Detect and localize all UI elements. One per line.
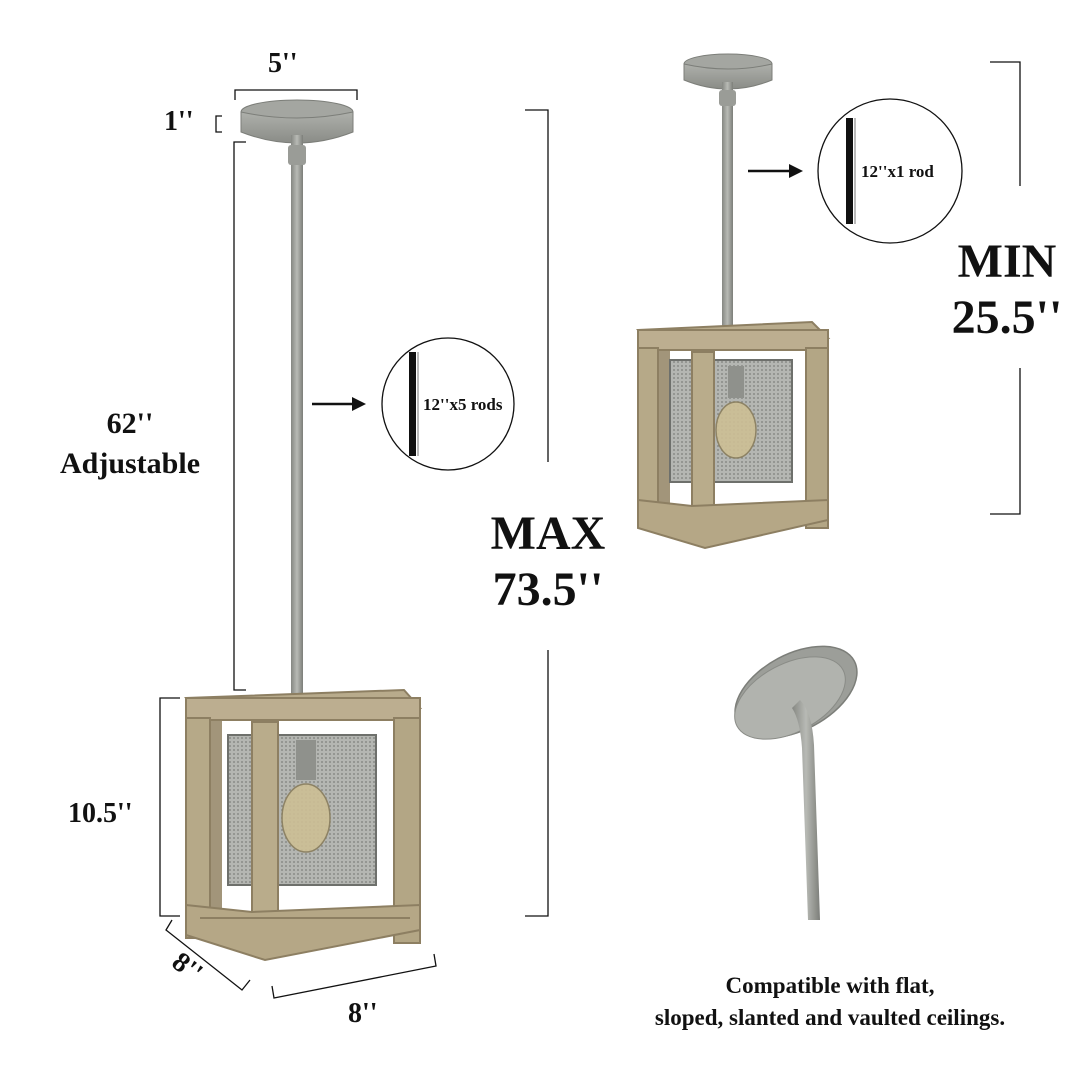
wood-cage <box>184 688 423 962</box>
max-height-value: 73.5'' <box>492 563 604 616</box>
canopy-height-label: 1'' <box>164 106 194 137</box>
min-height-title: MIN <box>957 235 1057 288</box>
min-height-value: 25.5'' <box>951 291 1063 344</box>
rod <box>291 135 303 695</box>
min-rods-label: 12''x1 rod <box>861 162 934 181</box>
rod-length-label: 62'' <box>106 407 154 440</box>
max-height-title: MAX <box>490 507 606 560</box>
canopy-body <box>240 111 354 144</box>
min-pendant-illustration <box>636 53 831 550</box>
min-height-block: MIN 25.5'' <box>946 234 1068 346</box>
bulb <box>281 783 331 853</box>
compatibility-note: Compatible with flat, sloped, slanted an… <box>630 970 1030 1034</box>
max-rods-callout <box>312 337 515 471</box>
max-height-block: MAX 73.5'' <box>478 506 618 618</box>
compatibility-line-1: Compatible with flat, <box>725 973 935 998</box>
max-pendant-illustration <box>184 99 423 962</box>
cage-height-label: 10.5'' <box>68 798 133 829</box>
max-rods-label: 12''x5 rods <box>423 395 503 414</box>
cage-width-label: 8'' <box>348 998 378 1029</box>
rod-length-block: 62'' Adjustable <box>52 404 208 484</box>
rod-coupler <box>288 145 306 165</box>
min-rods-callout <box>748 98 963 244</box>
rod-adjustable-label: Adjustable <box>59 447 201 480</box>
compatibility-line-2: sloped, slanted and vaulted ceilings. <box>654 1005 1006 1030</box>
dimension-lines <box>159 61 1021 999</box>
sloped-canopy-illustration <box>734 645 858 920</box>
canopy-width-label: 5'' <box>268 48 298 79</box>
